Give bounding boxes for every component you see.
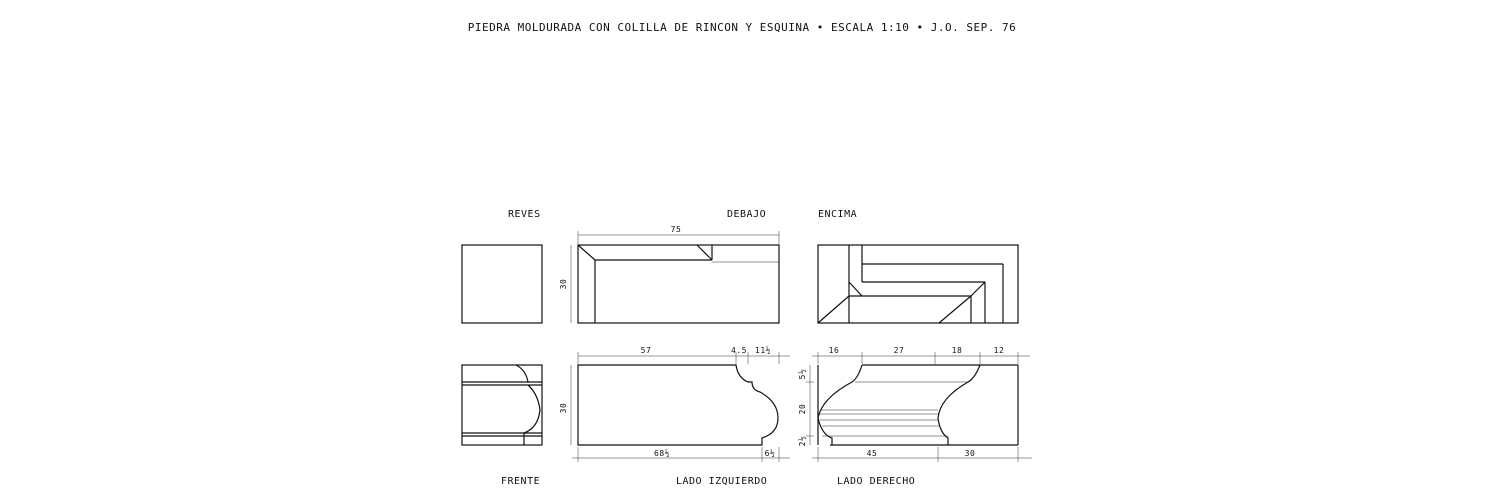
dim-der-side-2: 20 (798, 404, 807, 415)
dim-der-top-1: 16 (829, 346, 840, 355)
dim-der-top-2: 27 (894, 346, 905, 355)
dim-izq-top-2: 4.5 (731, 346, 747, 355)
label-frente: FRENTE (501, 476, 540, 487)
label-debajo: DEBAJO (727, 209, 766, 220)
view-lado-izquierdo: 57 4.5 11½ 30 68½ 6½ (559, 345, 790, 462)
view-frente (461, 364, 543, 446)
dim-der-top-3: 18 (952, 346, 963, 355)
label-reves: REVES (508, 209, 541, 220)
dim-der-bottom-1: 45 (867, 449, 878, 458)
view-reves (461, 244, 543, 324)
view-encima (817, 244, 1019, 324)
dim-izq-top-1: 57 (641, 346, 652, 355)
dim-izq-height: 30 (559, 403, 568, 414)
drawing-title: PIEDRA MOLDURADA CON COLILLA DE RINCON Y… (468, 21, 1016, 34)
dim-debajo-width: 75 (671, 225, 682, 234)
label-lado-izquierdo: LADO IZQUIERDO (676, 476, 767, 487)
dim-der-side-1: 5½ (797, 369, 807, 380)
view-debajo: 75 30 (559, 225, 780, 324)
dim-der-top-4: 12 (994, 346, 1005, 355)
dim-izq-top-3: 11½ (755, 345, 771, 355)
dim-der-side-3: 2½ (797, 436, 807, 447)
label-lado-derecho: LADO DERECHO (837, 476, 915, 487)
view-lado-derecho: 16 27 18 12 5½ 20 2½ 45 30 (797, 346, 1032, 462)
dim-izq-bottom-1: 68½ (654, 448, 670, 458)
dim-debajo-height: 30 (559, 279, 568, 290)
dim-izq-bottom-2: 6½ (765, 448, 776, 458)
label-encima: ENCIMA (818, 209, 857, 220)
dim-der-bottom-2: 30 (965, 449, 976, 458)
